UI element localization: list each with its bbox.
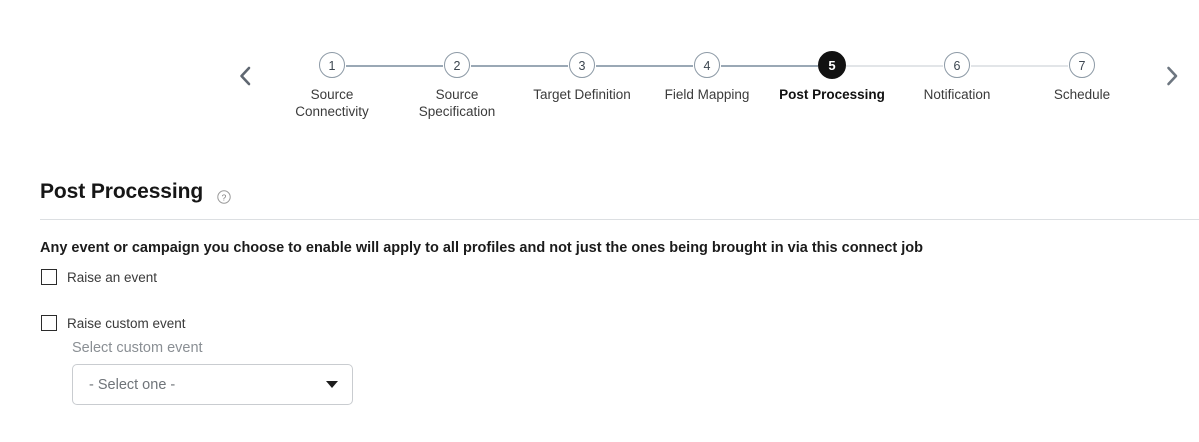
stepper-connector [346,65,443,67]
checkbox-label-raise-custom-event: Raise custom event [67,315,186,331]
checkbox-label-raise-an-event: Raise an event [67,269,158,285]
custom-event-field-label: Select custom event [72,340,203,356]
stepper-step-label-5: Post Processing [779,87,885,102]
chevron-down-icon [326,381,338,388]
custom-event-select[interactable]: - Select one - [72,364,353,405]
section-description: Any event or campaign you choose to enab… [40,240,923,256]
stepper-connector [596,65,693,67]
stepper-step-number-2: 2 [444,52,470,78]
checkbox-row-raise-custom-event[interactable]: Raise custom event [41,315,186,331]
stepper-next-button[interactable] [1155,58,1189,94]
stepper-step-number-4: 4 [694,52,720,78]
stepper-step-label-7: Schedule [1053,87,1111,102]
checkbox-raise-an-event[interactable] [41,269,57,285]
stepper-prev-button[interactable] [228,58,262,94]
stepper-step-label-3: Target Definition [533,87,631,102]
section-divider [40,219,1199,220]
stepper-connector [971,65,1068,67]
help-circle-icon[interactable]: ? [217,189,231,204]
stepper-step-number-6: 6 [944,52,970,78]
chevron-left-icon [237,64,253,88]
page-title: Post Processing [40,180,204,203]
stepper-connector [721,65,818,67]
stepper-step-label-6: Notification [923,87,991,102]
stepper-connector [846,65,943,67]
stepper-step-number-7: 7 [1069,52,1095,78]
stepper-connector [471,65,568,67]
checkbox-row-raise-an-event[interactable]: Raise an event [41,269,157,285]
stepper-step-label-4: Field Mapping [664,87,750,102]
chevron-right-icon [1164,64,1180,88]
custom-event-select-value: - Select one - [89,376,176,393]
stepper-step-label-2: Source Specification [418,87,496,119]
stepper-step-number-1: 1 [319,52,345,78]
stepper-step-number-5: 5 [818,51,846,79]
stepper-step-label-1: Source Connectivity [295,87,369,119]
checkbox-raise-custom-event[interactable] [41,315,57,331]
svg-text:?: ? [222,192,227,202]
section-header: Post Processing ? [40,180,231,204]
stepper-step-number-3: 3 [569,52,595,78]
